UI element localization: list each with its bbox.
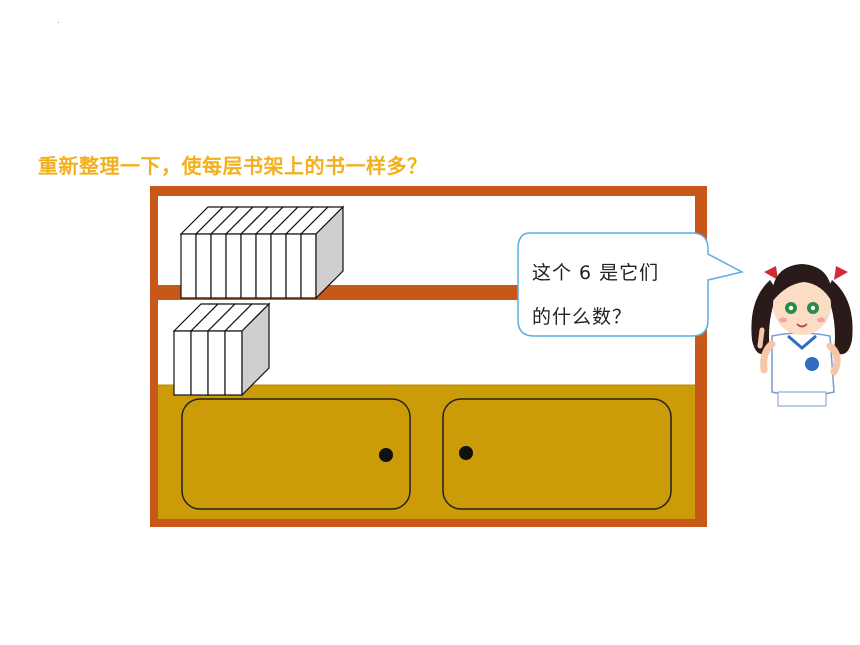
right-eye-highlight	[810, 305, 816, 311]
left-pigtail	[751, 280, 778, 355]
cabinet-door-right	[442, 398, 672, 510]
bubble-line-1: 这个 6 是它们	[532, 262, 660, 284]
shirt-collar	[787, 334, 817, 350]
mouth	[796, 323, 808, 328]
door-knob-left	[379, 448, 393, 462]
top-shelf-book	[179, 206, 225, 299]
left-cheek	[779, 317, 787, 323]
left-eye-highlight	[788, 305, 794, 311]
cabinet-doors	[181, 398, 672, 510]
top-shelf-book	[239, 206, 285, 299]
question-text: 重新整理一下，使每层书架上的书一样多？	[38, 154, 428, 178]
top-shelf-book	[269, 206, 315, 299]
bubble-line-2: 的什么数？	[532, 306, 633, 328]
books-top-shelf	[179, 205, 345, 300]
girl-character	[751, 264, 853, 407]
door-knob-right	[459, 446, 473, 460]
shirt	[771, 332, 835, 397]
top-shelf-book	[299, 206, 345, 299]
speech-bubble	[517, 232, 745, 337]
pointing-finger	[757, 327, 765, 349]
bubble-outline	[517, 232, 745, 337]
left-arm	[760, 340, 776, 374]
books-middle-shelf	[172, 302, 271, 397]
slide-dot	[58, 22, 59, 23]
right-cheek	[817, 317, 825, 323]
cabinet-door-left	[181, 398, 411, 510]
top-shelf-stack-side	[315, 205, 344, 300]
face	[773, 275, 831, 335]
skirt	[777, 391, 827, 407]
hair	[771, 264, 833, 302]
middle-shelf-book	[172, 303, 220, 396]
left-hair-bow	[764, 266, 778, 280]
middle-shelf-book	[189, 303, 237, 396]
right-pigtail	[826, 280, 853, 355]
shirt-badge	[805, 357, 819, 371]
right-arm	[826, 342, 841, 376]
middle-shelf-stack-side	[241, 302, 270, 397]
right-hair-bow	[834, 266, 848, 280]
